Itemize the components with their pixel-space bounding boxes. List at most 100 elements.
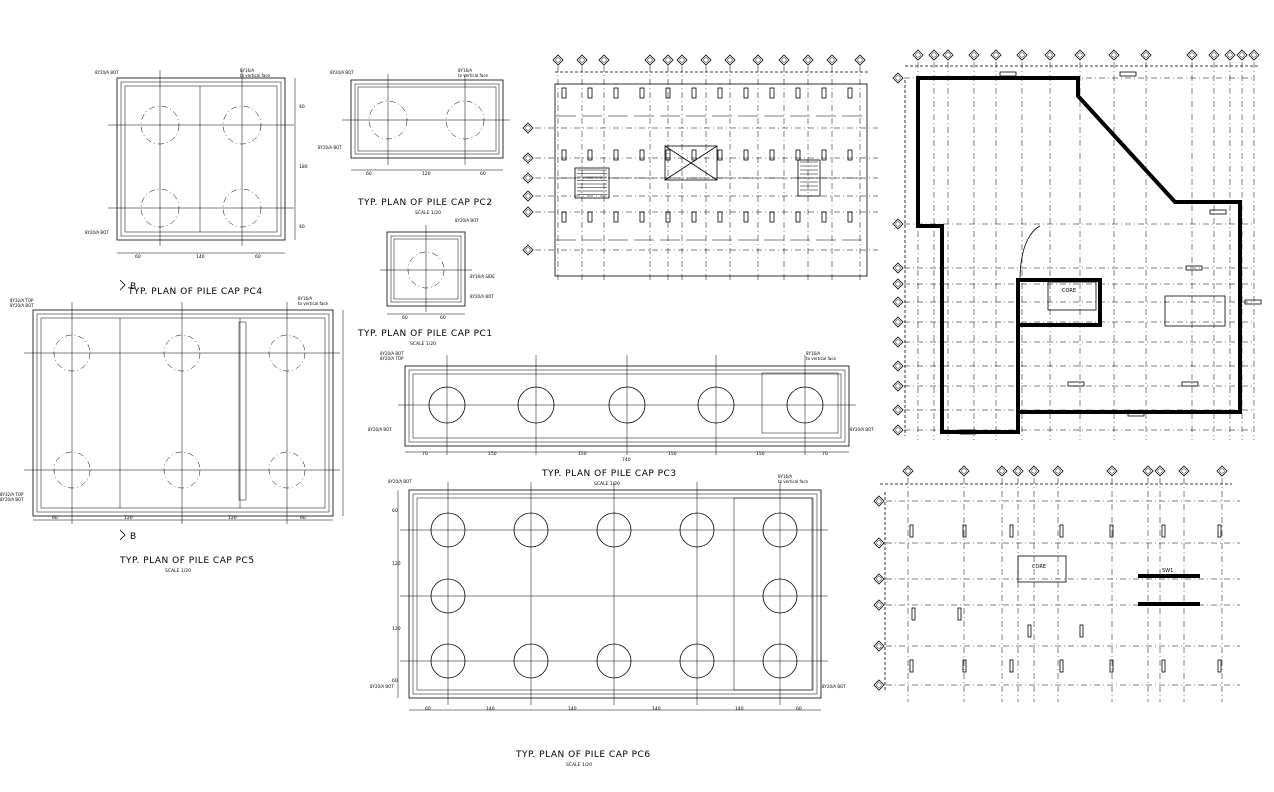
grid-bubble-icon	[895, 363, 901, 369]
grid-bubble-icon	[522, 244, 534, 256]
grid-bubble-icon	[522, 152, 534, 164]
grid-bubble-icon	[873, 537, 885, 549]
pc6-bar-label-2: 8Y16/A	[778, 474, 792, 479]
pc5-dim-1: 60	[52, 515, 58, 521]
pc3-scale: SCALE 1/20	[594, 481, 620, 487]
column-mark	[957, 607, 962, 621]
pc6-scale: SCALE 1/20	[566, 762, 592, 768]
pc3-dim-2: 150	[488, 451, 497, 457]
pc3-bar-label-1: 8Y20/A BOT	[380, 351, 404, 356]
pc4-bar-label-3: 8Y20/A BOT	[85, 230, 109, 235]
column-mark	[691, 149, 697, 161]
grid-bubble-icon	[1189, 52, 1195, 58]
pc3-bar-label-2: 8Y20/A TOP	[380, 356, 404, 361]
grid-bubble-icon	[961, 468, 967, 474]
grid-bubble-icon	[1015, 468, 1021, 474]
grid-bubble-icon	[895, 281, 901, 287]
column-mark	[561, 87, 567, 99]
pc1-dim-left: 60	[402, 315, 408, 321]
grid-bubble-icon	[873, 640, 885, 652]
pc1-bar-label-1: 8Y20/A BOT	[455, 218, 479, 223]
grid-bubble-icon	[876, 602, 882, 608]
pile-cap-pc5: 60 120 120 60 8Y32/A TOP 8Y20/A BOT 8Y16…	[0, 296, 344, 574]
grid-bubble-icon	[945, 52, 951, 58]
grid-bubble-icon	[778, 54, 790, 66]
pc2-scale: SCALE 1/20	[415, 210, 441, 216]
pc6-dim-3: 140	[568, 706, 577, 712]
grid-bubble-icon	[802, 54, 814, 66]
column-mark	[665, 211, 671, 223]
grid-bubble-icon	[1012, 465, 1024, 477]
pc2-title: TYP. PLAN OF PILE CAP PC2	[357, 198, 493, 208]
grid-bubble-icon	[892, 72, 904, 84]
grid-bubble-icon	[915, 52, 921, 58]
grid-bubble-icon	[552, 54, 564, 66]
column-mark	[561, 211, 567, 223]
column-mark	[743, 149, 749, 161]
pc1-bar-label-3: 8Y20/A BOT	[470, 294, 494, 299]
pc3-dim-5: 150	[756, 451, 765, 457]
wall-tag	[1181, 381, 1199, 387]
core-label: CORE	[1062, 288, 1076, 294]
grid-bubble-icon	[958, 465, 970, 477]
column-mark	[847, 149, 853, 161]
column-mark	[769, 87, 775, 99]
grid-bubble-icon	[525, 175, 531, 181]
pc3-dim-1: 70	[422, 451, 428, 457]
grid-bubble-icon	[876, 643, 882, 649]
grid-bubble-icon	[1044, 49, 1056, 61]
column-mark	[613, 87, 619, 99]
pc3-bar-label-4: 8Y20/A BOT	[368, 427, 392, 432]
grid-bubble-icon	[522, 206, 534, 218]
grid-bubble-icon	[912, 49, 924, 61]
section-marker-top: B	[130, 282, 137, 292]
column-mark	[795, 87, 801, 99]
wall-tag	[1067, 381, 1085, 387]
grid-bubble-icon	[1074, 49, 1086, 61]
wall-tag	[999, 71, 1017, 77]
grid-bubble-icon	[1109, 468, 1115, 474]
grid-bubble-icon	[662, 54, 674, 66]
pc6-title: TYP. PLAN OF PILE CAP PC6	[515, 750, 651, 760]
pc2-bar-label-1: 8Y20/A BOT	[330, 70, 354, 75]
grid-bubble-icon	[931, 52, 937, 58]
pc6-bar-label-4: 8Y20/A BOT	[822, 684, 846, 689]
grid-bubble-icon	[555, 57, 561, 63]
column-mark	[795, 211, 801, 223]
column-mark	[1109, 659, 1114, 673]
pc4-bar-label-1: 8Y20/A BOT	[95, 70, 119, 75]
grid-bubble-icon	[1047, 52, 1053, 58]
grid-bubble-icon	[968, 49, 980, 61]
grid-bubble-icon	[1154, 465, 1166, 477]
grid-bubble-icon	[647, 57, 653, 63]
pc2-bar-label-3: 8Y20/A BOT	[318, 145, 342, 150]
pc5-bar-label-4: 8Y32/A TOP	[0, 492, 24, 497]
grid-bubble-icon	[895, 339, 901, 345]
grid-bubble-icon	[1208, 49, 1220, 61]
grid-bubble-icon	[876, 682, 882, 688]
column-mark	[613, 211, 619, 223]
pc4-dim-mid: 140	[196, 254, 205, 260]
pc3-note: to vertical face	[806, 356, 837, 361]
grid-bubble-icon	[1219, 468, 1225, 474]
grid-bubble-icon	[1181, 468, 1187, 474]
foundation-plan: CORE	[916, 76, 1242, 434]
grid-bubble-icon	[1019, 52, 1025, 58]
grid-bubble-icon	[892, 262, 904, 274]
grid-bubble-icon	[902, 465, 914, 477]
grid-bubble-icon	[892, 218, 904, 230]
pc5-bar-label-5: 8Y20/A BOT	[0, 497, 24, 502]
grid-bubble-icon	[895, 427, 901, 433]
grid-bubble-icon	[525, 155, 531, 161]
grid-bubble-icon	[679, 57, 685, 63]
grid-bubble-icon	[700, 54, 712, 66]
pc4-side-dim-top: 40	[299, 104, 305, 110]
grid-bubble-icon	[892, 316, 904, 328]
column-mark	[847, 211, 853, 223]
pc3-bar-label-3: 8Y16/A	[806, 351, 820, 356]
grid-bubble-icon	[752, 54, 764, 66]
column-mark	[847, 87, 853, 99]
grid-bubble-icon	[576, 54, 588, 66]
grid-bubble-icon	[895, 383, 901, 389]
